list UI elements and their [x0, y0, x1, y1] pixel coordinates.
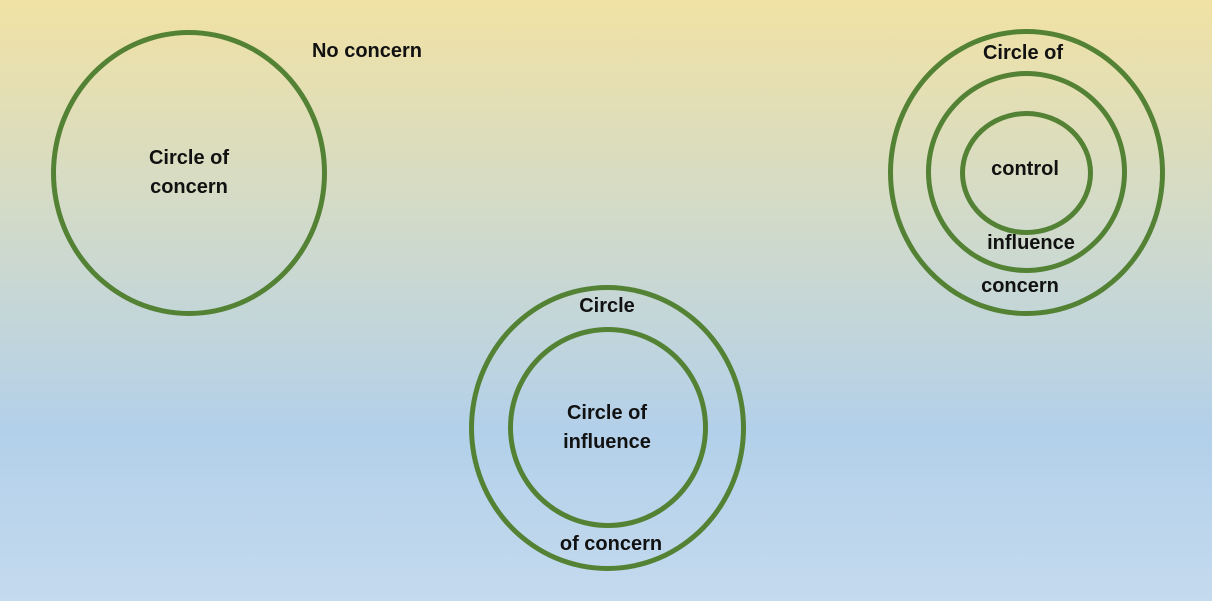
circle-of-concern-label-line1: Circle of: [148, 147, 230, 169]
circle-of-concern-label: Circle of concern: [89, 144, 289, 202]
control-label: control: [991, 158, 1059, 180]
influence-label: Circle of influence: [507, 399, 707, 457]
influence-ring: [508, 327, 708, 528]
concern-outer-ring: [469, 285, 746, 571]
concern-label-top: Circle: [579, 295, 635, 317]
no-concern-label: No concern: [311, 40, 423, 62]
concern-label-bottom-3: concern: [981, 275, 1059, 297]
influence-label-line2: influence: [563, 431, 651, 453]
concern-outermost-ring: [888, 29, 1165, 316]
concern-label-bottom: of concern: [559, 533, 663, 555]
influence-label-line1: Circle of: [566, 402, 648, 424]
influence-label-3: influence: [987, 232, 1075, 254]
control-inner-ring: [960, 111, 1093, 235]
concern-label-top-3: Circle of: [982, 42, 1064, 64]
influence-middle-ring: [926, 71, 1127, 273]
circle-of-concern-label-line2: concern: [150, 176, 228, 198]
circle-of-concern-ring: [51, 30, 327, 316]
